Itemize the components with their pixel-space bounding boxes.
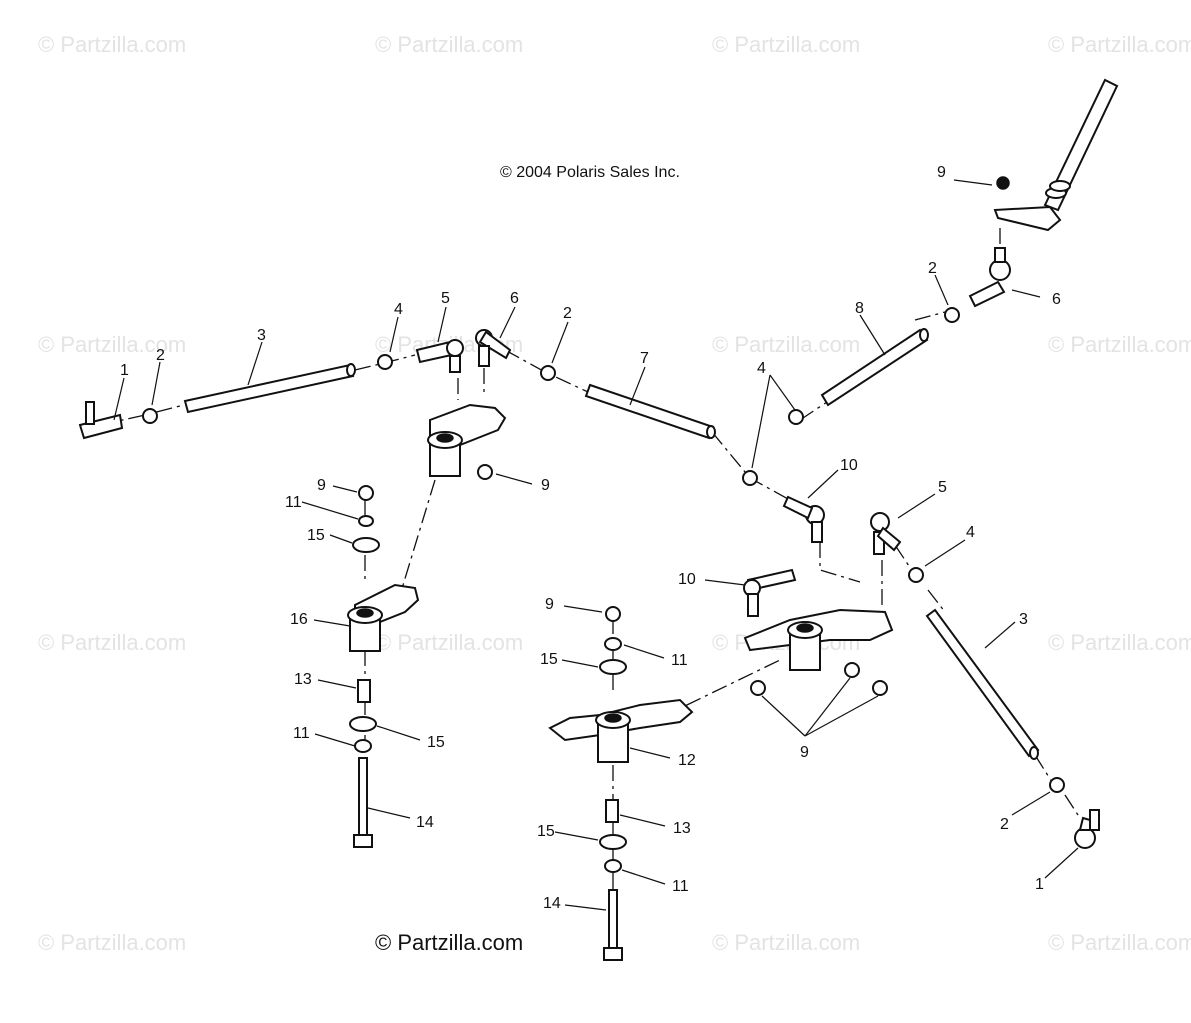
- watermark: © Partzilla.com: [38, 332, 186, 357]
- callout-4-top: 4: [394, 301, 403, 318]
- nuts: [142, 307, 1065, 793]
- callout-14-left: 14: [416, 814, 434, 831]
- callout-2-right: 2: [928, 260, 937, 277]
- callout-10-lower: 10: [678, 571, 696, 588]
- callout-3-left: 3: [257, 327, 266, 344]
- callout-1-left: 1: [120, 362, 129, 379]
- callout-5-right: 5: [938, 479, 947, 496]
- tie-rod-left: [183, 363, 356, 414]
- callout-labels: 1 2 3 4 5 6 2 7 4 8 9 2 6 9 11 15 9 16 1…: [120, 164, 1061, 912]
- callout-2-left: 2: [156, 347, 165, 364]
- watermark: © Partzilla.com: [38, 930, 186, 955]
- callout-12: 12: [678, 752, 696, 769]
- watermark: © Partzilla.com: [1048, 630, 1191, 655]
- callout-14-bottom: 14: [543, 895, 561, 912]
- callout-6-right: 6: [1052, 291, 1061, 308]
- callout-2-mid: 2: [563, 305, 572, 322]
- watermark: © Partzilla.com: [38, 630, 186, 655]
- callout-16: 16: [290, 611, 308, 628]
- callout-10-upper: 10: [840, 457, 858, 474]
- callout-4-right: 4: [966, 524, 975, 541]
- watermark: © Partzilla.com: [1048, 930, 1191, 955]
- assembly-lines: [99, 228, 1079, 890]
- tie-rod-right: [925, 608, 1040, 760]
- callout-7: 7: [640, 350, 649, 367]
- callout-8: 8: [855, 300, 864, 317]
- watermarks: © Partzilla.com © Partzilla.com © Partzi…: [38, 32, 1191, 955]
- steering-shaft: [993, 78, 1119, 232]
- callout-9-top: 9: [937, 164, 946, 181]
- callout-9-left: 9: [317, 477, 326, 494]
- washers: [349, 515, 627, 873]
- tie-rod-center: [584, 383, 716, 440]
- callout-15-left: 15: [307, 527, 325, 544]
- watermark: © Partzilla.com: [712, 332, 860, 357]
- watermark: © Partzilla.com: [1048, 332, 1191, 357]
- callout-1-bottom: 1: [1035, 876, 1044, 893]
- callout-15-lower: 15: [427, 734, 445, 751]
- callout-9-bracket: 9: [800, 744, 809, 761]
- callout-11-lower: 11: [293, 725, 310, 742]
- watermark: © Partzilla.com: [712, 32, 860, 57]
- callout-13-left: 13: [294, 671, 312, 688]
- spacers-bolts: [353, 679, 623, 961]
- pivot-arm-right: [743, 608, 894, 671]
- pivot-arm-upper: [427, 403, 507, 477]
- callout-9-mid: 9: [541, 477, 550, 494]
- callout-5-top: 5: [441, 290, 450, 307]
- callout-15-center: 15: [540, 651, 558, 668]
- watermark: © Partzilla.com: [375, 630, 523, 655]
- tie-rod-ends: [78, 247, 1100, 849]
- tie-rod-upper-right: [820, 328, 929, 407]
- watermark: © Partzilla.com: [712, 930, 860, 955]
- leader-lines: [113, 179, 1079, 911]
- watermark: © Partzilla.com: [375, 32, 523, 57]
- copyright-text: © 2004 Polaris Sales Inc.: [500, 164, 680, 181]
- callout-6-top: 6: [510, 290, 519, 307]
- callout-3-right: 3: [1019, 611, 1028, 628]
- callout-11-left: 11: [285, 494, 302, 511]
- watermark: © Partzilla.com: [1048, 32, 1191, 57]
- callout-9-center: 9: [545, 596, 554, 613]
- watermark: © Partzilla.com: [38, 32, 186, 57]
- pivot-arm-center: [548, 698, 694, 763]
- callout-2-bottom: 2: [1000, 816, 1009, 833]
- brand-mark: © Partzilla.com: [375, 930, 523, 955]
- callout-11-center: 11: [671, 652, 688, 669]
- callout-13-center: 13: [673, 820, 691, 837]
- callout-15-bottom: 15: [537, 823, 555, 840]
- callout-4-mid: 4: [757, 360, 766, 377]
- pivot-arm-left: [347, 583, 420, 652]
- callout-11-bottom: 11: [672, 878, 689, 895]
